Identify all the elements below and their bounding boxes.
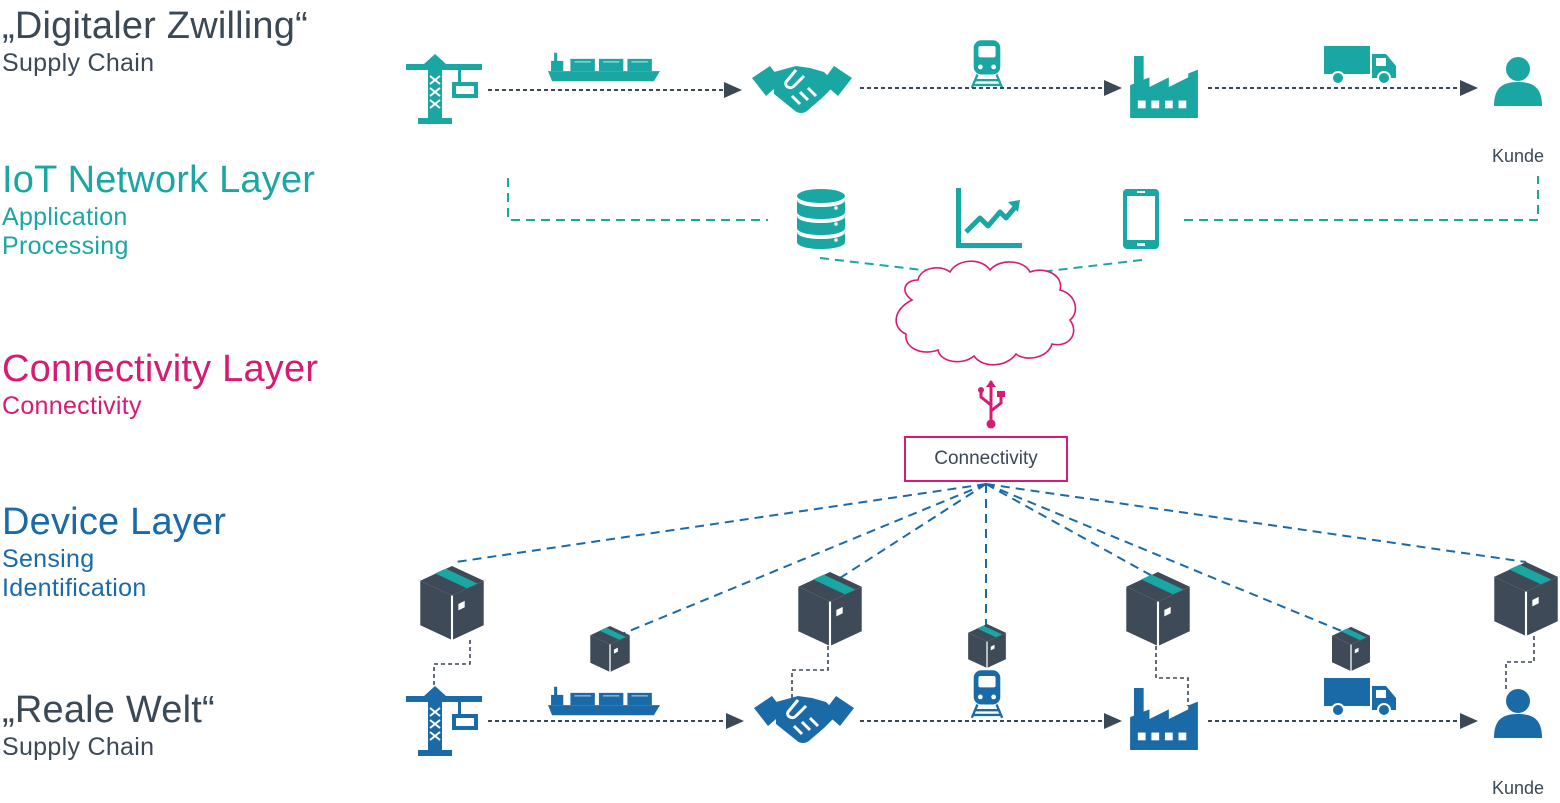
layer-iot-network: IoT Network Layer Application Processing: [2, 158, 315, 262]
layer-subtitle: Processing: [2, 232, 129, 261]
connector-line: [433, 640, 471, 694]
connectivity-box-label: Connectivity: [934, 448, 1038, 469]
link-line: [507, 178, 768, 221]
handshake-icon: [752, 64, 852, 115]
connector-line: [791, 646, 829, 698]
train-icon: [970, 40, 1004, 90]
customer-icon: [1494, 689, 1542, 738]
link-line: [985, 483, 1527, 563]
connectivity-box: Connectivity: [904, 436, 1068, 482]
layer-real-world: „Reale Welt“ Supply Chain: [2, 688, 215, 762]
layer-subtitle: Identification: [2, 574, 147, 603]
layer-subtitle: Connectivity: [2, 391, 142, 420]
package-icon: [1494, 562, 1558, 636]
link-line: [985, 483, 1157, 579]
link-line: [1184, 176, 1539, 221]
layer-subtitle: Sensing: [2, 544, 95, 573]
package-icon: [590, 626, 630, 672]
factory-icon: [1130, 688, 1198, 750]
package-icon: [1332, 626, 1370, 672]
iot-services: [797, 188, 1159, 249]
layer-device: Device Layer Sensing Identification: [2, 500, 226, 604]
digital-chain-arrows: [488, 80, 1478, 98]
handshake-icon: [754, 694, 854, 745]
layer-title: IoT Network Layer: [2, 159, 316, 201]
customer-icon: [1494, 57, 1542, 106]
layer-digital-twin: „Digitaler Zwilling“ Supply Chain: [2, 4, 308, 78]
train-icon: [970, 670, 1004, 720]
smartphone-icon: [1123, 189, 1159, 249]
link-line: [1039, 259, 1143, 273]
chart-icon: [956, 188, 1022, 248]
device-boxes: [420, 562, 1558, 672]
digital-chain: [406, 40, 1542, 125]
layer-title: „Reale Welt“: [2, 689, 215, 731]
connector-line: [1155, 646, 1189, 706]
layer-connectivity: Connectivity Layer Connectivity: [2, 347, 318, 421]
link-line: [455, 483, 987, 563]
layer-subtitle: Application: [2, 202, 128, 231]
link-line: [985, 483, 1345, 633]
crane-icon: [406, 54, 483, 125]
link-line: [839, 483, 987, 579]
truck-icon: [1324, 46, 1396, 85]
link-line: [621, 483, 987, 635]
layer-title: Device Layer: [2, 501, 227, 543]
package-icon: [420, 566, 484, 640]
real-chain: [406, 670, 1542, 757]
package-icon: [1126, 572, 1190, 646]
ship-icon: [548, 686, 660, 716]
crane-icon: [406, 686, 483, 757]
customer-label: Kunde: [1492, 146, 1545, 166]
ship-icon: [548, 52, 660, 82]
iot-links: [507, 176, 1539, 276]
connector-line: [1505, 636, 1535, 690]
database-icon: [797, 189, 845, 249]
truck-icon: [1324, 678, 1396, 717]
layer-title: Connectivity Layer: [2, 348, 319, 390]
box-connectors: [433, 636, 1535, 706]
layer-subtitle: Supply Chain: [2, 48, 155, 77]
layer-title: „Digitaler Zwilling“: [2, 5, 308, 47]
customer-label: Kunde: [1492, 778, 1545, 798]
package-icon: [968, 624, 1006, 668]
package-icon: [798, 572, 862, 646]
usb-icon: [976, 378, 1006, 430]
layer-subtitle: Supply Chain: [2, 732, 155, 761]
cloud-icon: [895, 260, 1077, 366]
factory-icon: [1130, 56, 1198, 118]
device-links: [455, 483, 1527, 635]
